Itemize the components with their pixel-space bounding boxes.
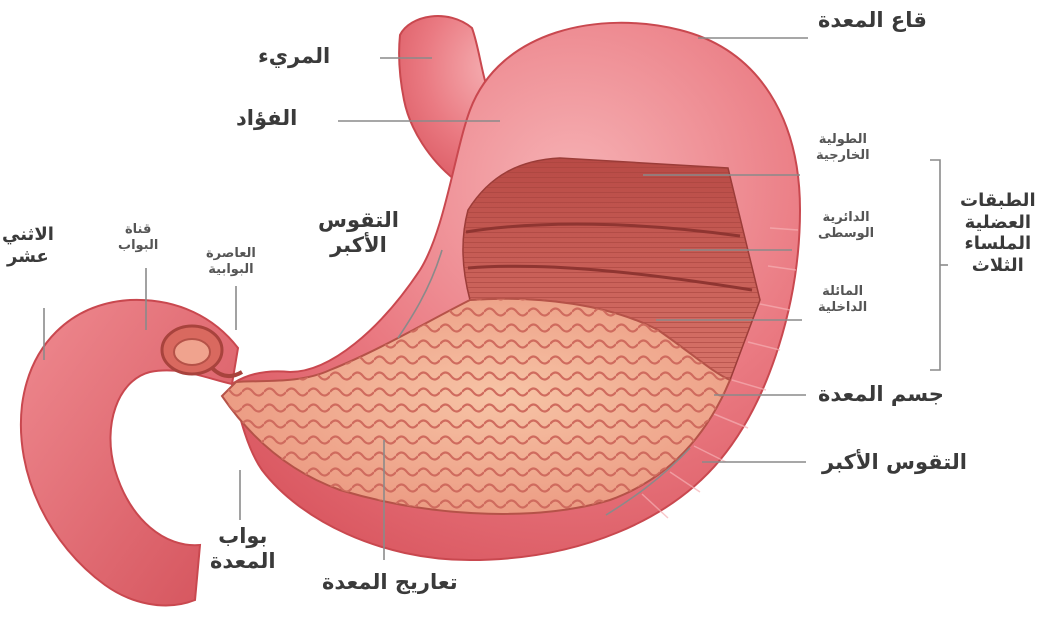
label-lesser-curvature-line1: التقوس	[318, 208, 399, 233]
label-middle-circular: الدائرية الوسطى	[818, 210, 874, 241]
label-pylorus-line2: المعدة	[210, 549, 276, 574]
label-middle-circular-line2: الوسطى	[818, 226, 874, 242]
label-muscle-layers-line3: الملساء	[960, 233, 1036, 255]
label-middle-circular-line1: الدائرية	[818, 210, 874, 226]
label-cardia: الفؤاد	[236, 106, 297, 131]
label-rugae: تعاريج المعدة	[322, 570, 458, 595]
label-esophagus: المريء	[258, 44, 330, 69]
label-pyloric-canal-line1: قناة	[118, 222, 158, 238]
label-greater-curvature: التقوس الأكبر	[822, 450, 967, 475]
label-inner-oblique: المائلة الداخلية	[818, 284, 867, 315]
label-muscle-layers-line1: الطبقات	[960, 190, 1036, 212]
label-inner-oblique-line1: المائلة	[818, 284, 867, 300]
label-pyloric-sphincter-line2: البوابية	[206, 262, 256, 278]
label-muscle-layers: الطبقات العضلية الملساء الثلاث	[960, 190, 1036, 276]
label-lesser-curvature-line2: الأكبر	[318, 233, 399, 258]
label-lesser-curvature: التقوس الأكبر	[318, 208, 399, 258]
label-duodenum: الاثني عشر	[2, 224, 54, 267]
label-body: جسم المعدة	[818, 382, 944, 407]
label-fundus: قاع المعدة	[818, 8, 927, 33]
label-pyloric-canal: قناة البواب	[118, 222, 158, 253]
label-inner-oblique-line2: الداخلية	[818, 300, 867, 316]
label-muscle-layers-line2: العضلية	[960, 212, 1036, 234]
label-pyloric-canal-line2: البواب	[118, 238, 158, 254]
pyloric-inner	[174, 339, 210, 365]
label-pyloric-sphincter: العاصرة البوابية	[206, 246, 256, 277]
label-outer-longitudinal: الطولية الخارجية	[816, 132, 870, 163]
label-pylorus-line1: بواب	[210, 524, 276, 549]
label-duodenum-line1: الاثني	[2, 224, 54, 246]
label-pylorus: بواب المعدة	[210, 524, 276, 574]
label-outer-longitudinal-line2: الخارجية	[816, 148, 870, 164]
label-pyloric-sphincter-line1: العاصرة	[206, 246, 256, 262]
label-muscle-layers-line4: الثلاث	[960, 255, 1036, 277]
label-outer-longitudinal-line1: الطولية	[816, 132, 870, 148]
label-duodenum-line2: عشر	[2, 246, 54, 268]
